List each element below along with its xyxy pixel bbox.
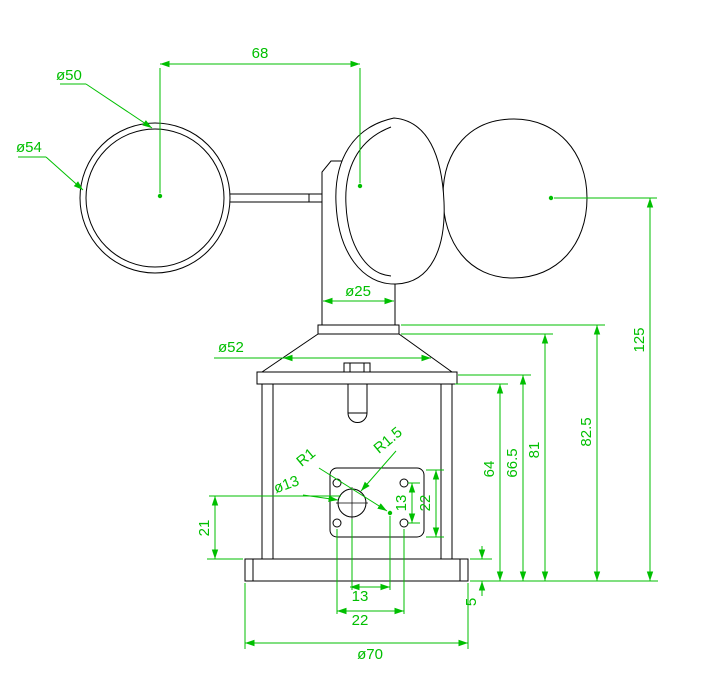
dim-label-plate-offset: 21 (196, 520, 213, 537)
dim-label-fillet-r1-5: R1.5 (371, 424, 406, 457)
dim-label-shaft-diameter: ø25 (345, 283, 371, 300)
dim-label-overall-height: 125 (631, 327, 648, 352)
dim-label-height-66-5: 66.5 (504, 448, 521, 477)
plate-hole (332, 478, 342, 488)
dim-label-base-thickness: 5 (463, 598, 480, 606)
middle-cup (335, 117, 445, 285)
dim-label-center-hole-diameter: ø13 (271, 472, 301, 497)
dim-label-cup-inner-diameter: ø50 (56, 67, 82, 84)
left-cup (79, 122, 231, 274)
dim-label-height-81: 81 (526, 442, 543, 459)
extension-lines (159, 68, 658, 649)
reference-dots (157, 183, 554, 516)
base-flange (244, 558, 469, 582)
terminal-plate (329, 467, 425, 538)
plate-hole (399, 478, 409, 488)
plate-hole (332, 518, 342, 528)
rotor-arm (230, 193, 322, 203)
dim-label-fillet-r1: R1 (293, 445, 319, 470)
dim-label-height-64: 64 (481, 461, 498, 478)
dim-label-cup-outer-diameter: ø54 (16, 139, 42, 156)
plate-hole (399, 518, 409, 528)
dimension-lines (160, 60, 654, 647)
dim-label-base-diameter: ø70 (357, 646, 383, 663)
anemometer-outline (79, 117, 588, 582)
housing-body (256, 362, 458, 560)
dim-label-housing-diameter: ø52 (218, 339, 244, 356)
leader-lines (18, 83, 397, 512)
mounting-cone (261, 333, 453, 373)
dim-label-cup-spacing: 68 (252, 45, 269, 62)
dim-label-height-82-5: 82.5 (578, 417, 595, 446)
dim-label-hole-row-spacing: 13 (393, 495, 410, 512)
dim-label-hole-col-outer: 22 (352, 612, 369, 629)
dim-label-plate-height: 22 (417, 495, 434, 512)
dim-label-hole-col-inner: 13 (352, 588, 369, 605)
